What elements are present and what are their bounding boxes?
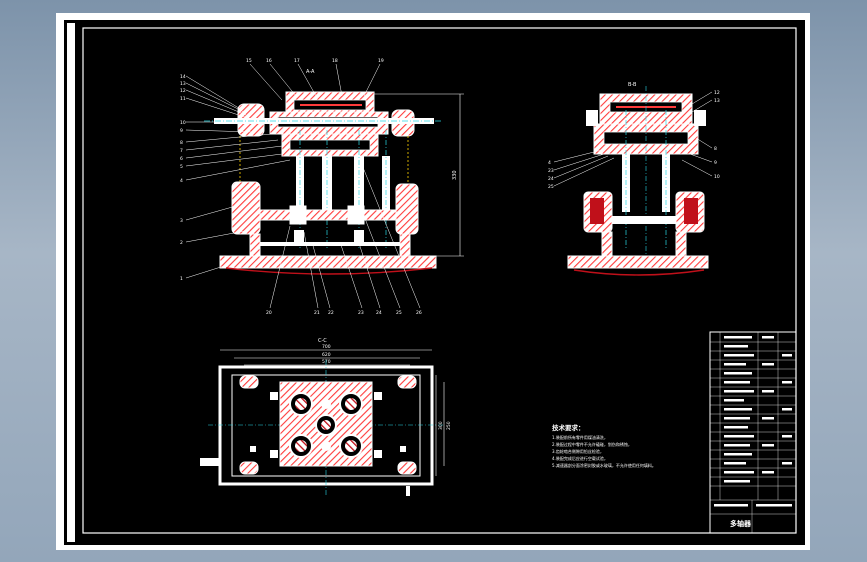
parts-list-frame [709,331,797,534]
front-view: A-A [180,58,464,316]
input-shaft [214,118,434,124]
parts-list-grid [710,332,796,533]
front-top-label-group: 15 16 17 18 19 [246,58,384,64]
front-label-left: 7 [180,148,183,154]
cross-beam [259,209,397,221]
side-bearing-right [694,110,706,126]
side-base-plate [567,255,709,269]
side-guide-left-core [590,198,604,224]
base-plate-curve [225,267,433,275]
front-label-left: 6 [180,156,183,162]
dim-top-width-mid: 620 [322,352,331,358]
side-leaders [553,91,713,187]
front-label-bottom: 22 [328,310,334,316]
front-label-bottom: 25 [396,310,402,316]
base-plate [219,255,437,269]
front-label-left: 10 [180,120,186,126]
spindle-circles [289,392,363,458]
side-bearing-left [586,110,598,126]
base-stay [260,242,400,246]
side-label-right: 9 [714,160,717,166]
dim-top-height-inner: 250 [446,421,452,430]
front-label-top: 15 [246,58,252,64]
support-post-left [294,230,304,244]
top-view: C-C 700 620 570 [200,338,452,496]
front-label-top: 16 [266,58,272,64]
side-label-left: 25 [548,184,554,190]
front-label-left: 1 [180,276,183,282]
notes-line: 3.齿轮啮合侧隙用铅丝检验， [552,448,604,454]
dim-top-height-outer: 300 [438,421,444,430]
binding-margin [67,23,75,542]
front-label-top: 17 [294,58,300,64]
front-label-left: 3 [180,218,183,224]
side-label-left: 4 [548,160,551,166]
notes-line: 5.减速器剖分面涂密封胶或水玻璃，不允许使用任何填料。 [552,462,656,468]
right-column [399,233,411,257]
notes-line: 2.装配过程中零件不允许磕碰，划伤和锈蚀， [552,441,632,447]
front-label-bottom: 24 [376,310,382,316]
corner-bosses [239,375,417,475]
front-label-top: 19 [378,58,384,64]
notes-line: 4.装配完成后应进行空载试验， [552,455,608,461]
front-label-left: 12 [180,88,186,94]
side-label-right: 10 [714,174,720,180]
front-label-left: 14 [180,74,186,80]
dim-front-height: 330 [452,170,458,180]
front-label-left: 2 [180,240,183,246]
mount-tabs [250,392,406,458]
technical-notes: 技术要求： 1.装配前所有零件用煤油清洗， 2.装配过程中零件不允许磕碰，划伤和… [552,423,656,468]
front-label-bottom: 26 [416,310,422,316]
front-bottom-label-group: 20 21 22 23 24 25 26 [266,310,422,316]
front-label-left: 5 [180,164,183,170]
side-column-right [675,231,687,257]
spindle-nut-right [347,205,365,225]
left-guide-block [231,181,261,235]
side-label-left: 24 [548,176,554,182]
front-label-bottom: 20 [266,310,272,316]
front-left-label-group: 14 13 12 11 10 9 8 7 6 5 4 3 2 1 [180,74,186,282]
front-label-top: 18 [332,58,338,64]
front-label-bottom: 23 [358,310,364,316]
title-block: 多轴器 [709,331,797,534]
cad-drawing: A-A [67,23,797,542]
side-label-right: 12 [714,90,720,96]
front-section-label: A-A [306,69,315,75]
front-top-leaders [249,63,381,101]
input-shaft-stub [200,458,220,466]
support-post-right [354,230,364,244]
dim-top-width-outer: 700 [322,344,331,350]
notes-line: 1.装配前所有零件用煤油清洗， [552,434,608,440]
front-label-left: 4 [180,178,183,184]
inner-border [82,27,797,534]
parts-list-entries [714,336,792,507]
spindle-nut-left [289,205,307,225]
side-view: B-B 4 23 24 25 12 13 8 [548,82,720,276]
front-bottom-leaders [269,159,421,309]
side-label-left: 23 [548,168,554,174]
front-left-leaders [185,75,291,279]
bottom-stub [406,486,410,496]
side-label-right: 8 [714,146,717,152]
notes-title: 技术要求： [552,423,585,432]
dim-top-width-inner: 570 [322,359,331,365]
side-base-curve [573,269,705,276]
side-cross-beam [612,216,676,224]
top-section-label: C-C [318,338,327,344]
side-guide-right-core [684,198,698,224]
front-label-left: 8 [180,140,183,146]
side-column-left [601,231,613,257]
front-label-bottom: 21 [314,310,320,316]
front-label-left: 13 [180,81,186,87]
side-section-label: B-B [628,82,637,88]
front-label-left: 9 [180,128,183,134]
front-label-left: 11 [180,96,186,102]
left-column [249,233,261,257]
drawing-name: 多轴器 [730,519,752,528]
right-guide-block [395,183,419,235]
spindle-cavity [289,139,371,151]
side-label-right: 13 [714,98,720,104]
